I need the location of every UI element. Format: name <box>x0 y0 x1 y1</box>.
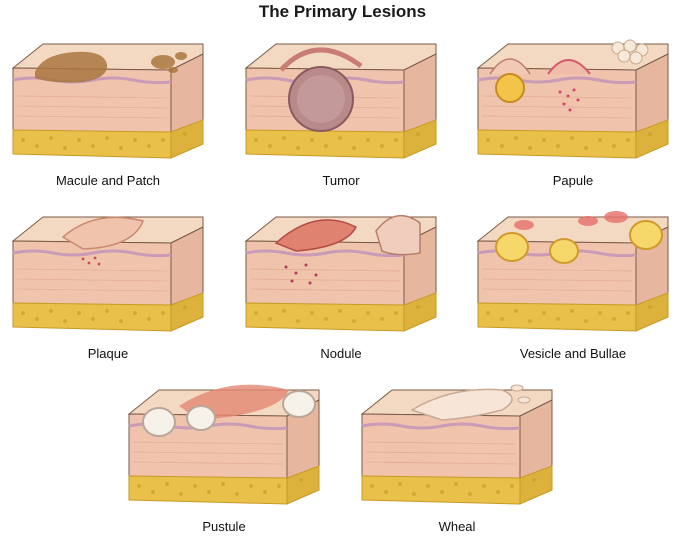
plaque-illustration <box>11 215 205 333</box>
page-title: The Primary Lesions <box>258 2 427 21</box>
lesion-label: Tumor <box>322 173 360 188</box>
lesion-wheal: Wheal <box>352 380 562 540</box>
lesion-label: Plaque <box>87 346 129 361</box>
lesion-plaque: Plaque <box>3 207 213 367</box>
nodule-illustration <box>244 214 438 333</box>
pustule-illustration <box>127 384 321 506</box>
lesion-pustule: Pustule <box>119 380 329 540</box>
tumor-illustration <box>244 42 438 160</box>
lesion-vesicle-and-bullae: Vesicle and Bullae <box>468 207 678 367</box>
lesion-nodule: Nodule <box>236 207 446 367</box>
lesion-tumor: Tumor <box>236 34 446 194</box>
lesion-macule-and-patch: Macule and Patch <box>3 34 213 194</box>
lesion-label: Wheal <box>438 519 476 534</box>
lesion-label: Nodule <box>320 346 362 361</box>
macule-patch-illustration <box>11 42 205 160</box>
wheal-illustration <box>360 384 554 506</box>
lesion-label: Macule and Patch <box>55 173 161 188</box>
vesicle-bullae-illustration <box>476 211 670 333</box>
lesion-label: Pustule <box>202 519 246 534</box>
lesion-papule: Papule <box>468 34 678 194</box>
lesion-label: Vesicle and Bullae <box>519 346 627 361</box>
lesion-label: Papule <box>552 173 594 188</box>
papule-illustration <box>476 39 670 160</box>
